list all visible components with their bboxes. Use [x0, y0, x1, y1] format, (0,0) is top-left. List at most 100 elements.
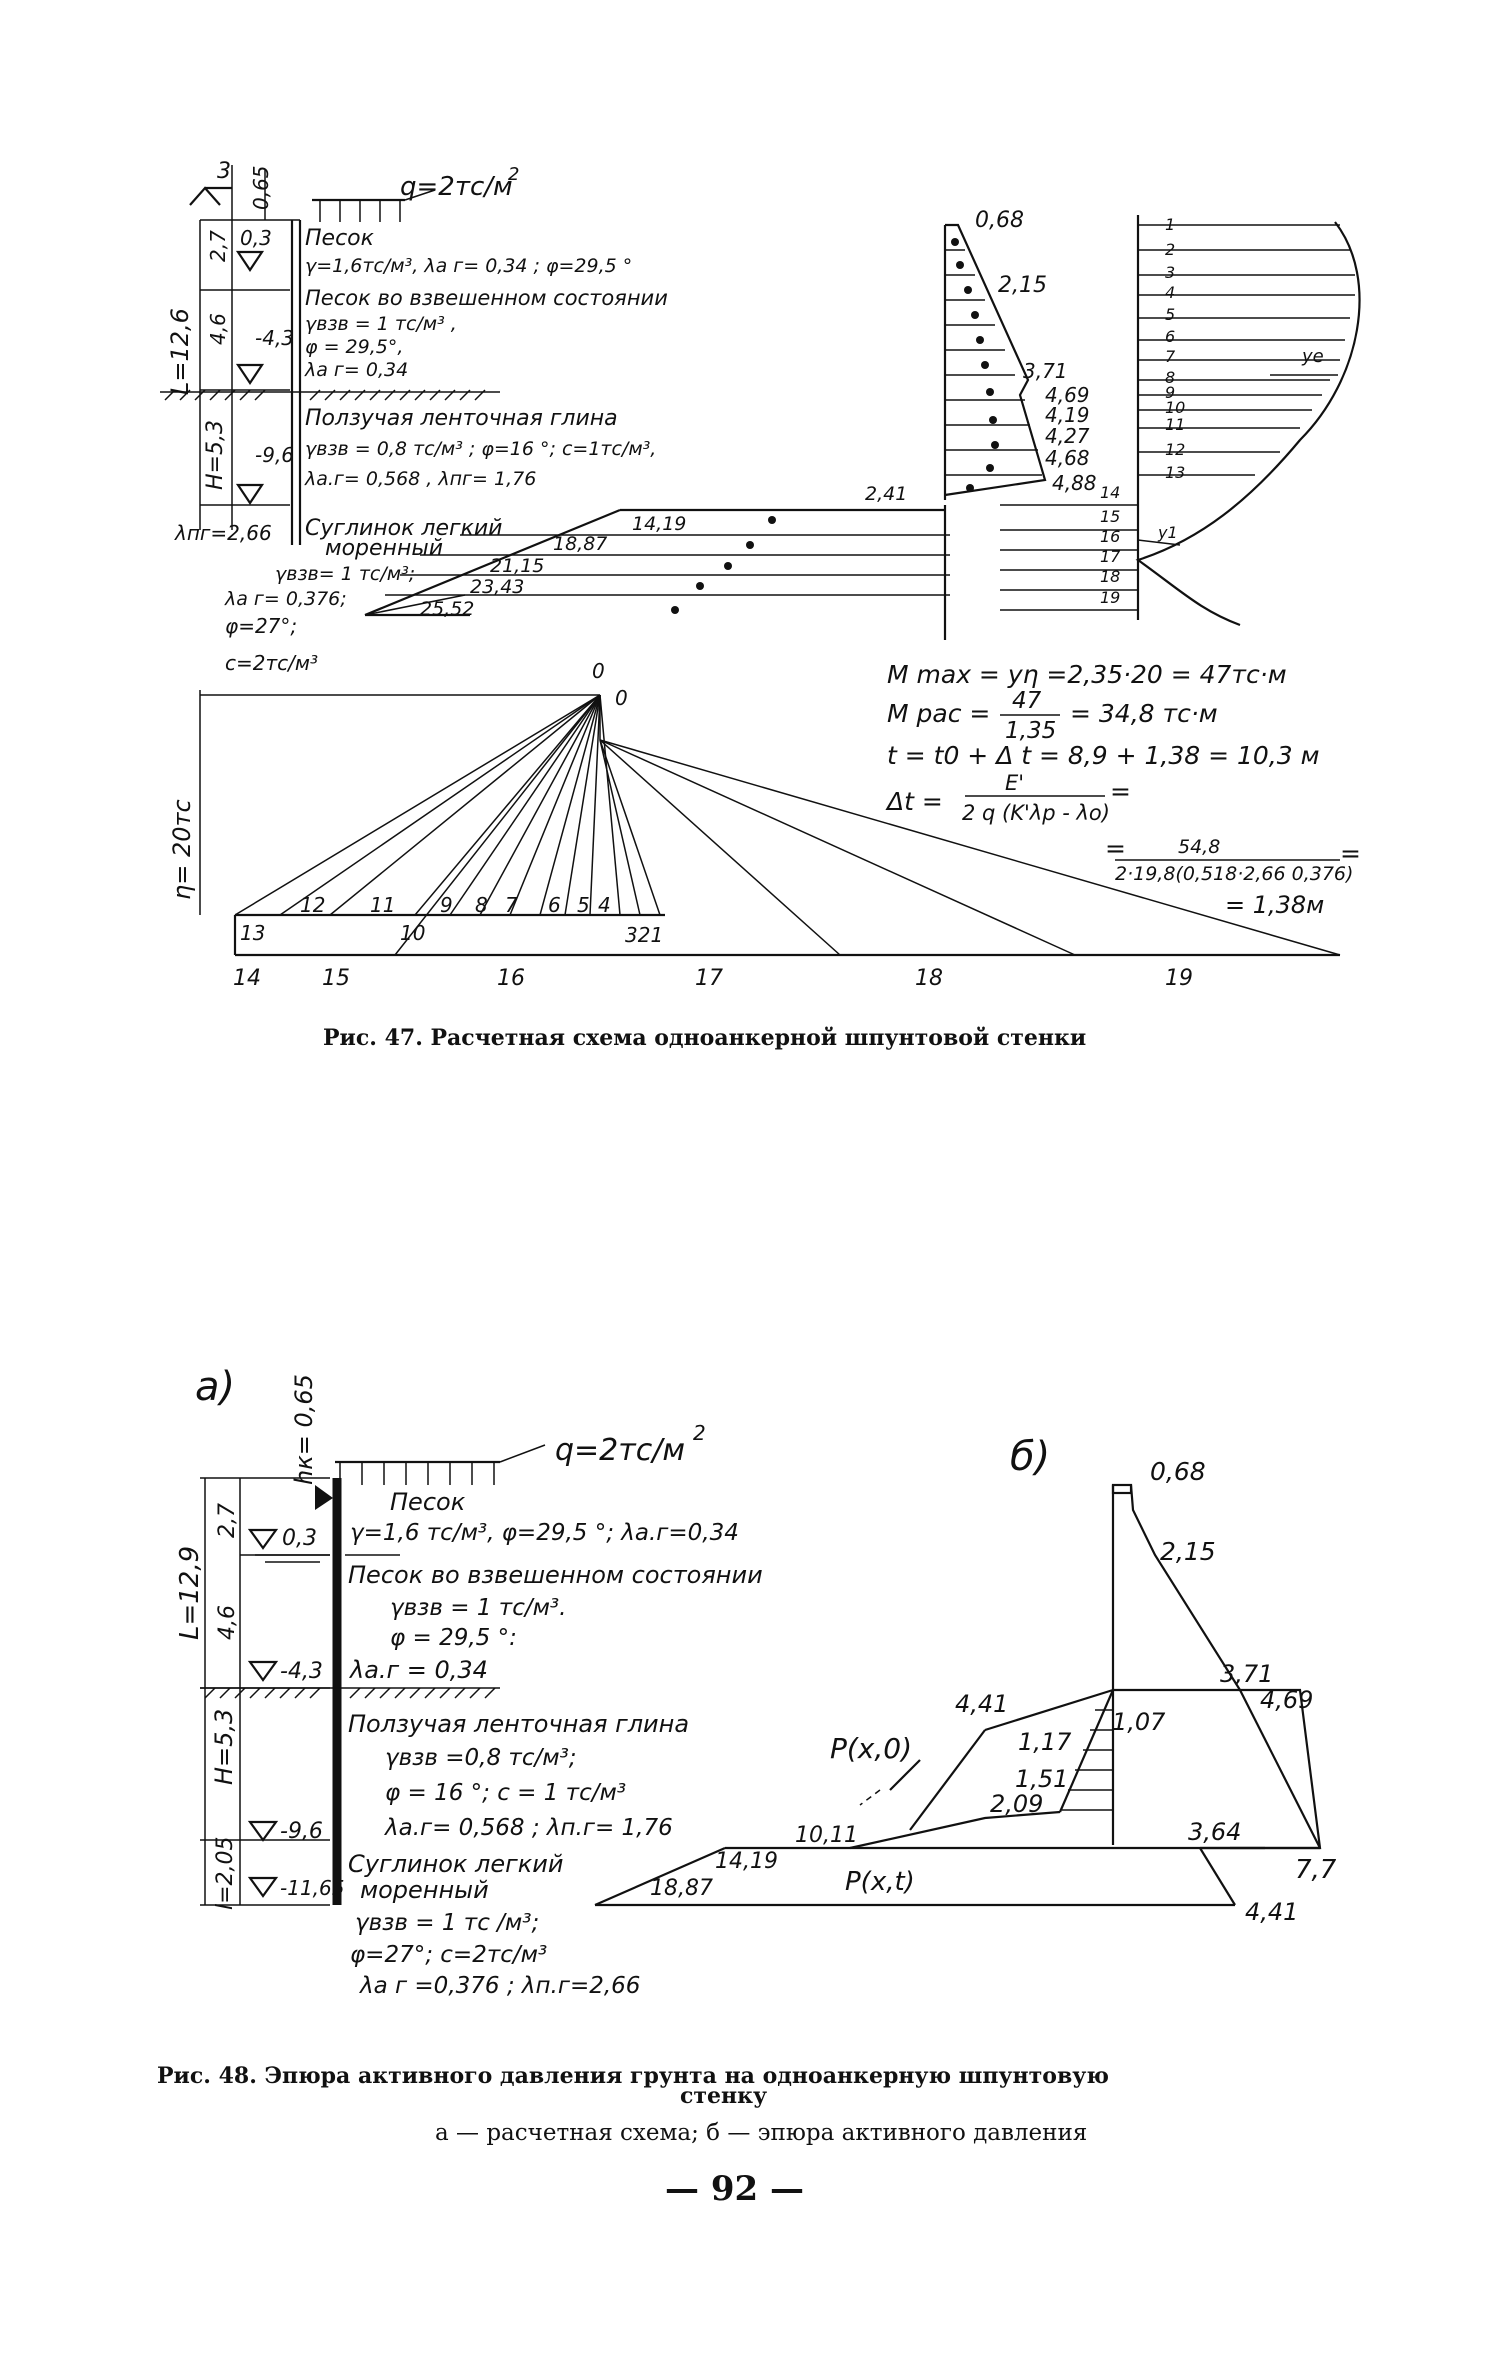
eq-mrac-rhs: = 34,8 тс·м: [1070, 699, 1218, 728]
fig47-susp-lam: λа г= 0,34: [304, 359, 408, 381]
fig48-caption-1: Рис. 48. Эпюра активного давления грунта…: [157, 2063, 1109, 2089]
fig48-water-lines: [255, 1554, 400, 1563]
eq-mrac-den: 1,35: [1005, 718, 1056, 744]
fig47-p-215: 2,15: [998, 273, 1047, 298]
fig48-lvl-43: -4,3: [280, 1659, 323, 1684]
fig47-bottom-19: 19: [1165, 966, 1193, 991]
fig47-force-3: 3: [1165, 263, 1175, 282]
fig47-force-12: 12: [1165, 440, 1185, 459]
fig47-p-371: 3,71: [1023, 359, 1068, 383]
fig47-passive-1887: 18,87: [553, 533, 607, 555]
fig47-dim-27: 2,7: [206, 230, 230, 262]
fig47-p-469: 4,69: [1045, 383, 1090, 407]
fig47-level-mark-96: [235, 483, 265, 505]
fig47-force-18: 18: [1100, 567, 1120, 586]
fig48-loam-title2: моренный: [360, 1876, 489, 1904]
eq-frac2-den: 2·19,8(0,518·2,66 0,376): [1115, 863, 1353, 885]
fig48-b-209: 2,09: [990, 1790, 1043, 1818]
fig48-p-xt: P(x,t): [845, 1867, 915, 1897]
fig48-clay-title: Ползучая ленточная глина: [348, 1710, 689, 1738]
fig47-pole-0b: 0: [615, 686, 628, 710]
fig47-force-6: 6: [1165, 327, 1175, 346]
fig48-active-epure: [594, 1483, 1322, 1907]
fig47-q-label: q=2тс/м: [400, 172, 513, 202]
fig47-poly-321: 321: [625, 923, 663, 947]
fig47-passive-2115: 21,15: [490, 555, 544, 577]
fig47-force-15: 15: [1100, 507, 1120, 526]
fig47-poly-11: 11: [370, 893, 395, 917]
eq-mrac-num: 47: [1012, 688, 1042, 714]
fig47-bottom-16: 16: [497, 966, 525, 991]
fig47-loam-g: γвзв= 1 тс/м³;: [275, 563, 415, 585]
fig47-poly-7: 7: [505, 893, 518, 917]
fig47-force-9: 9: [1165, 383, 1175, 402]
fig47-surcharge-arrows: [312, 189, 436, 222]
fig47-clay-g: γвзв = 0,8 тс/м³ ; φ=16 °; с=1тс/м³,: [305, 438, 656, 460]
fig47-dimensions: [189, 165, 300, 530]
fig48-susp-title: Песок во взвешенном состоянии: [348, 1561, 763, 1589]
fig48-label-a: а): [195, 1364, 235, 1410]
eq-result: = 1,38м: [1225, 891, 1324, 919]
fig48-dim-46: 4,6: [215, 1605, 240, 1640]
fig48-b-215: 2,15: [1160, 1537, 1216, 1566]
fig47-p-488: 4,88: [1052, 471, 1097, 495]
fig47-bottom-18: 18: [915, 966, 943, 991]
fig47-loam-title2: моренный: [325, 536, 443, 561]
fig47-dim-top: 3: [217, 159, 231, 184]
fig48-clay-g: γвзв =0,8 тс/м³;: [385, 1745, 577, 1771]
fig47-poly-4: 4: [598, 893, 611, 917]
fig47-loam-phi: φ=27°;: [225, 614, 297, 638]
fig47-clay-lam: λа.г= 0,568 , λпг= 1,76: [304, 468, 536, 490]
figure-47: q=2тс/м 2 3 0,65 L=12,6 H=5,3 2,7 4,6 0,…: [160, 159, 1361, 1051]
fig48-dim-l: l=2,05: [213, 1836, 238, 1910]
fig48-susp-phi: φ = 29,5 °:: [390, 1625, 517, 1651]
fig48-clay-phi: φ = 16 °; с = 1 тс/м³: [385, 1780, 626, 1806]
fig47-p-427: 4,27: [1045, 424, 1090, 448]
fig47-force-16: 16: [1100, 527, 1120, 546]
fig48-lvl-96: -9,6: [280, 1819, 323, 1844]
eq-mrac-lhs: M рас =: [887, 699, 990, 728]
eq-t: t = t0 + Δ t = 8,9 + 1,38 = 10,3 м: [887, 741, 1319, 770]
fig47-lvl-96: -9,6: [255, 443, 294, 467]
fig48-b-371: 3,71: [1220, 1660, 1273, 1688]
page-number: — 92 —: [665, 2169, 804, 2209]
fig47-p-068: 0,68: [975, 208, 1024, 233]
fig47-q-exp: 2: [508, 164, 519, 185]
fig47-lvl-43: -4,3: [255, 326, 294, 350]
fig47-caption: Рис. 47. Расчетная схема одноанкерной шп…: [323, 1025, 1086, 1051]
fig47-lvl-03: 0,3: [240, 226, 272, 250]
fig47-poly-6: 6: [548, 893, 561, 917]
fig47-bottom-15: 15: [322, 966, 350, 991]
fig47-susp-title: Песок во взвешенном состоянии: [305, 286, 668, 310]
fig47-force-arrows: [1000, 215, 1361, 627]
fig47-y1: у1: [1157, 523, 1178, 542]
fig48-dim-L: L=12,9: [175, 1546, 205, 1640]
fig48-dim-27: 2,7: [215, 1503, 240, 1538]
fig47-force-5: 5: [1165, 305, 1175, 324]
fig47-ye: уе: [1301, 346, 1324, 367]
fig47-equations: M max = уη =2,35·20 = 47тс·м M рас = 47 …: [885, 660, 1361, 919]
fig48-p-x0: P(x,0): [830, 1732, 912, 1765]
fig47-passive-2343: 23,43: [470, 576, 524, 598]
fig47-force-7: 7: [1165, 347, 1176, 366]
fig48-b-1419: 14,19: [715, 1849, 778, 1874]
fig47-force-10: 10: [1165, 398, 1185, 417]
fig47-p-468: 4,68: [1045, 446, 1090, 470]
svg-text:=: =: [1340, 839, 1361, 868]
fig48-susp-g: γвзв = 1 тс/м³.: [390, 1595, 566, 1621]
eq-dt-den: 2 q (K'λр - λо): [962, 801, 1110, 825]
fig47-force-11: 11: [1165, 415, 1185, 434]
fig48-b-364: 3,64: [1188, 1818, 1241, 1846]
fig47-pole-0a: 0: [592, 659, 605, 683]
fig47-force-2: 2: [1165, 240, 1175, 259]
fig48-lvl-03: 0,3: [282, 1526, 317, 1551]
fig47-poly-10: 10: [400, 921, 425, 945]
fig47-dim-L: L=12,6: [166, 308, 194, 395]
fig47-force-polygon: [199, 690, 1341, 957]
fig47-poly-13: 13: [240, 921, 265, 945]
fig48-susp-lam: λа.г = 0,34: [348, 1656, 488, 1684]
fig47-passive-1419: 14,19: [632, 513, 686, 535]
fig48-loam-title: Суглинок легкий: [348, 1850, 563, 1878]
fig47-water-mark: [235, 250, 265, 272]
